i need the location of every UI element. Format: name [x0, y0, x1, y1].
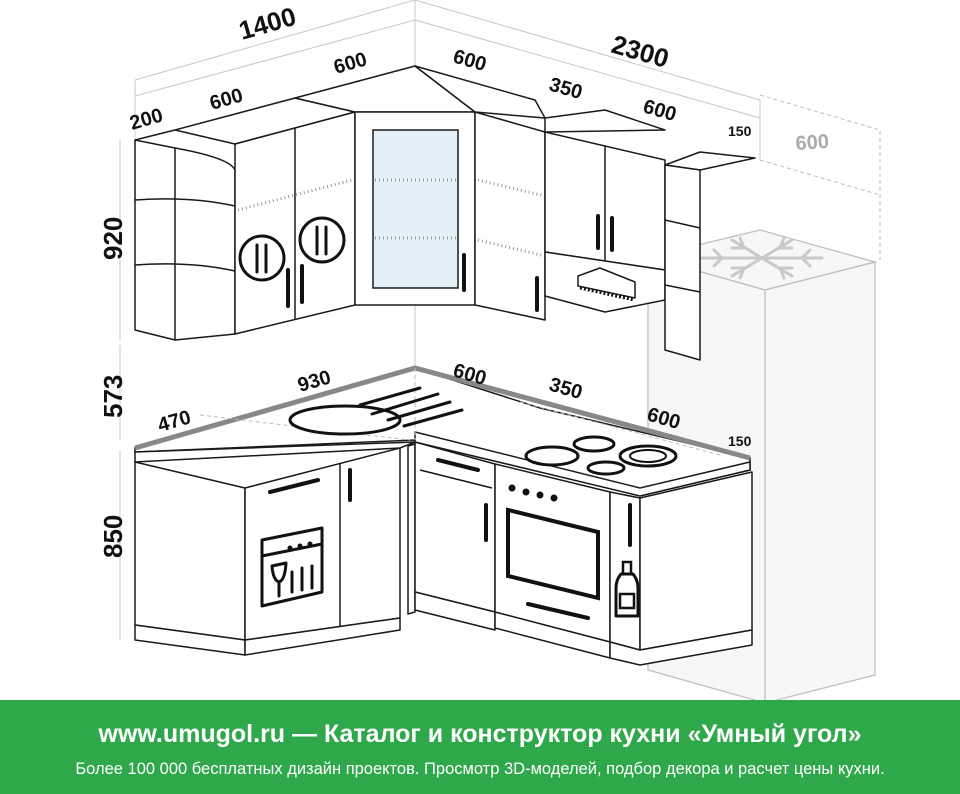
dim-backsplash-height: 573	[98, 375, 128, 418]
oven-cabinet	[494, 463, 611, 659]
footer-subtitle: Более 100 000 бесплатных дизайн проектов…	[75, 760, 885, 778]
hob-icon	[524, 435, 678, 476]
dim-base-height: 850	[98, 515, 128, 558]
sink-icon	[288, 386, 464, 436]
dim-upper-left-cabinet: 600	[207, 84, 245, 114]
dim-upper-right-cabinet: 600	[641, 96, 679, 126]
bottle-icon	[614, 560, 640, 618]
range-hood-icon	[544, 251, 666, 313]
footer-title[interactable]: www.umugol.ru — Каталог и конструктор ку…	[98, 720, 862, 748]
upper-open-shelf-left	[134, 129, 236, 341]
dim-upper-left-end: 200	[127, 104, 165, 134]
snowflake-icon	[700, 236, 824, 280]
kitchen-diagram: 1400 2300 200 600 600 600 350 600 150 60…	[98, 0, 881, 704]
upper-left-cabinet	[174, 97, 356, 335]
dim-left-width: 1400	[235, 1, 299, 46]
dim-upper-corner-left: 600	[331, 48, 369, 78]
base-right-cabinet	[609, 471, 753, 666]
dim-upper-right-end: 150	[728, 123, 752, 139]
fork-knife-plate-icon	[298, 216, 346, 264]
dim-upper-corner-right: 600	[451, 46, 489, 76]
dim-base-right-hob: 350	[547, 374, 585, 404]
fork-knife-plate-icon	[238, 234, 286, 282]
dim-upper-right-hood: 350	[547, 74, 585, 104]
dishwasher-icon	[260, 526, 324, 608]
dim-upper-height: 920	[98, 217, 128, 260]
glass-door-icon	[372, 129, 459, 289]
upper-hood-cabinet	[544, 109, 666, 313]
countertop	[134, 365, 751, 497]
dim-fridge-width: 600	[795, 131, 830, 155]
oven-icon	[506, 484, 600, 620]
footer-banner: www.umugol.ru — Каталог и конструктор ку…	[0, 700, 960, 794]
kitchen-drawing: 1400 2300 200 600 600 600 350 600 150 60…	[98, 0, 881, 704]
dimension-lines	[119, 19, 761, 640]
dim-base-right-end: 150	[728, 433, 752, 449]
base-corner-cabinet	[407, 441, 496, 631]
base-left-cabinet	[134, 447, 401, 656]
dim-right-width: 2300	[608, 29, 672, 74]
upper-right-end-shelf	[664, 151, 756, 361]
upper-right-cabinet	[414, 65, 546, 321]
